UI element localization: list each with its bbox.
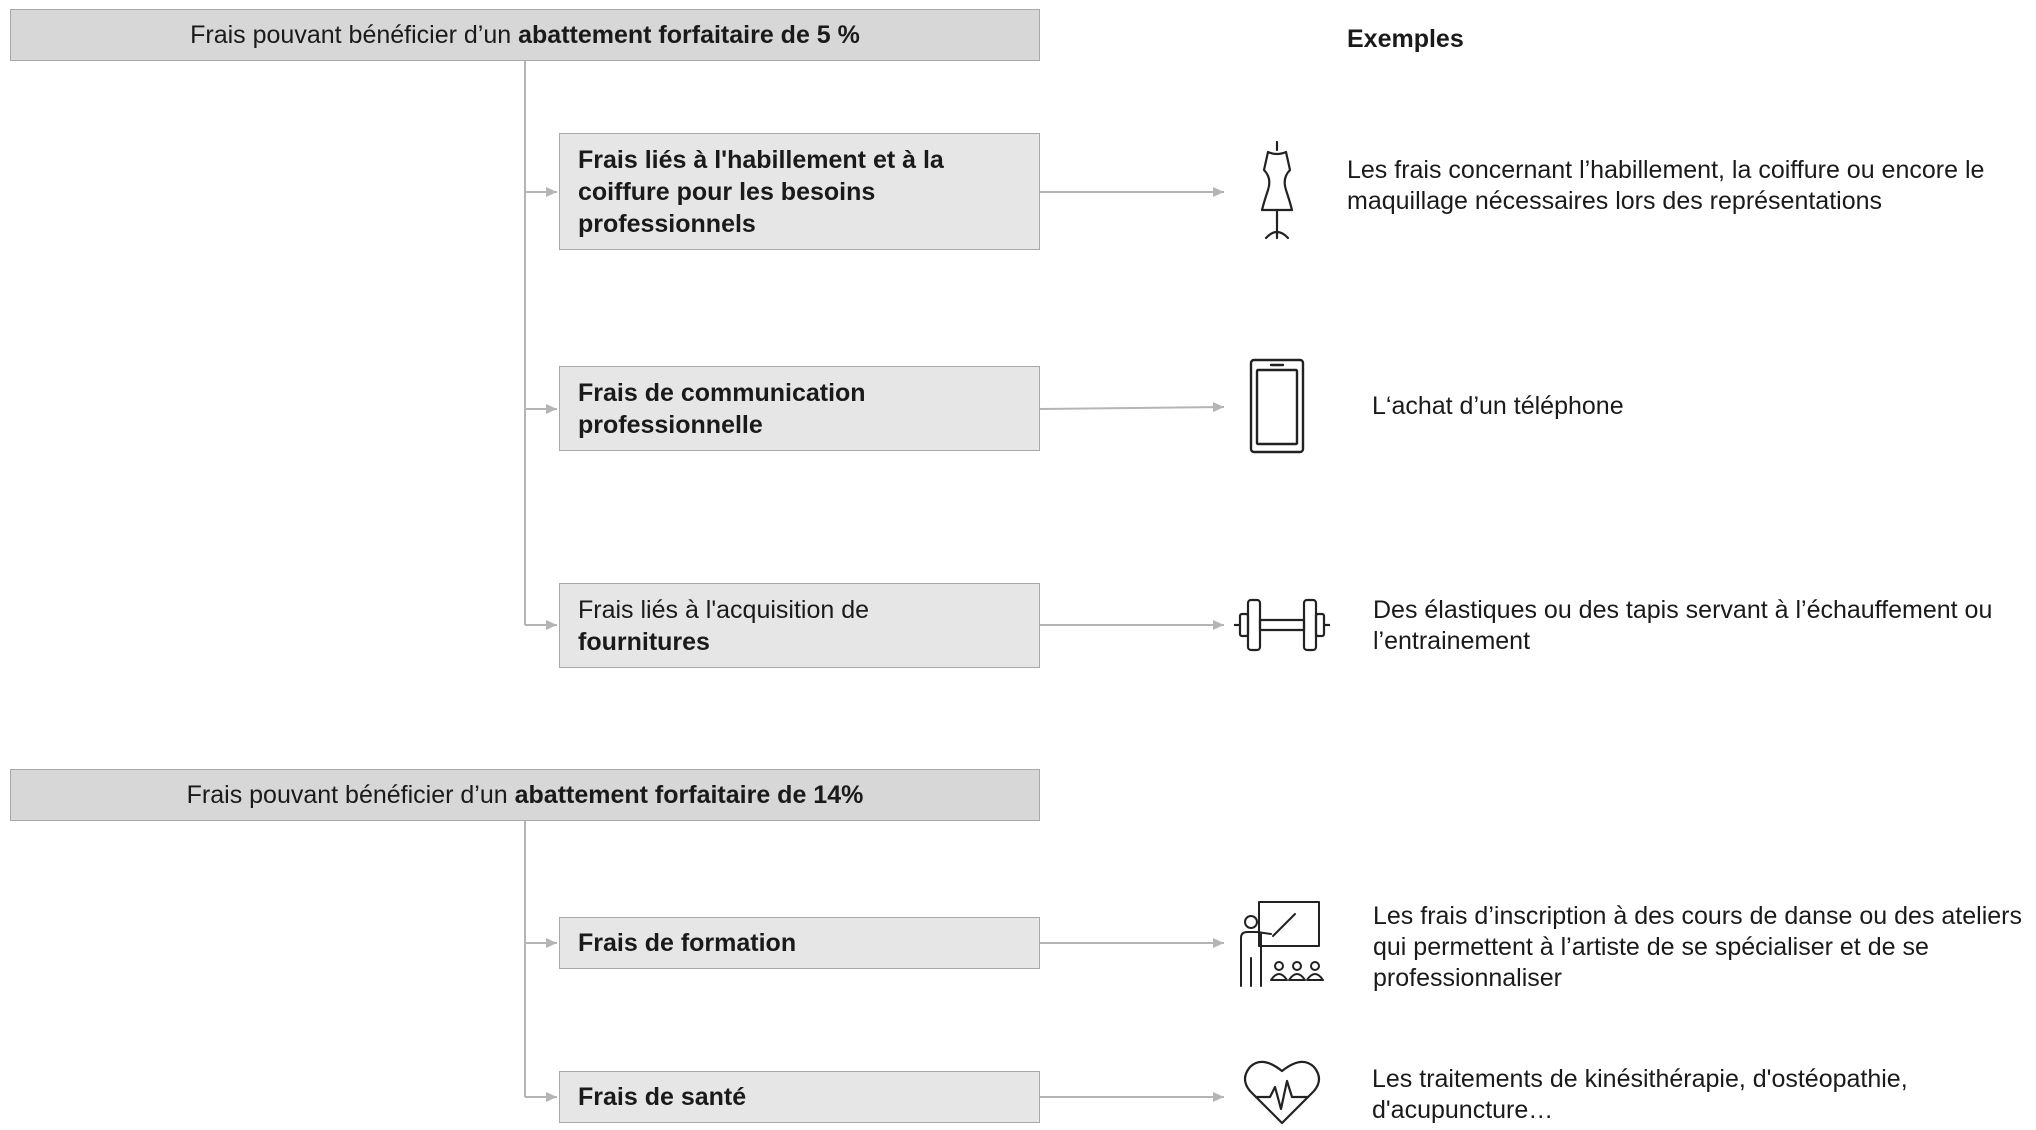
dress-form-icon — [1256, 140, 1298, 249]
item-label: Frais liés à l'acquisition de fourniture… — [578, 594, 978, 658]
section-header-5-percent: Frais pouvant bénéficier d’un abattement… — [10, 9, 1040, 61]
section-header-14-percent: Frais pouvant bénéficier d’un abattement… — [10, 769, 1040, 821]
teacher-presentation-icon — [1235, 898, 1333, 993]
dumbbell-icon — [1234, 596, 1330, 659]
item-communication: Frais de communication professionnelle — [559, 366, 1040, 451]
item-label-plain: Frais liés à l'acquisition de — [578, 595, 870, 624]
header-bold: abattement forfaitaire de 14% — [514, 780, 864, 809]
item-label-bold: fournitures — [578, 627, 710, 656]
item-label: Frais liés à l'habillement et à la coiff… — [578, 145, 944, 238]
example-text-3: Des élastiques ou des tapis servant à l’… — [1373, 596, 1993, 655]
header-prefix: Frais pouvant bénéficier d’un — [186, 780, 508, 809]
example-text-1: Les frais concernant l’habillement, la c… — [1347, 156, 1985, 215]
item-label: Frais de formation — [578, 929, 797, 957]
example-text-4: Les frais d’inscription à des cours de d… — [1373, 902, 2022, 992]
example-arrow-2 — [1039, 402, 1225, 413]
heart-pulse-icon — [1242, 1057, 1322, 1130]
example-text-2: L‘achat d’un téléphone — [1372, 392, 1624, 420]
item-habillement: Frais liés à l'habillement et à la coiff… — [559, 133, 1040, 250]
smartphone-icon — [1249, 358, 1305, 459]
item-fournitures: Frais liés à l'acquisition de fourniture… — [559, 583, 1040, 668]
header-bold: abattement forfaitaire de 5 % — [518, 20, 860, 49]
examples-title: Exemples — [1347, 25, 1464, 53]
item-sante: Frais de santé — [559, 1071, 1040, 1123]
example-text-5: Les traitements de kinésithérapie, d'ost… — [1372, 1065, 1908, 1124]
item-label: Frais de santé — [578, 1083, 747, 1111]
item-formation: Frais de formation — [559, 917, 1040, 969]
header-prefix: Frais pouvant bénéficier d’un — [190, 20, 512, 49]
item-label: Frais de communication professionnelle — [578, 378, 866, 439]
